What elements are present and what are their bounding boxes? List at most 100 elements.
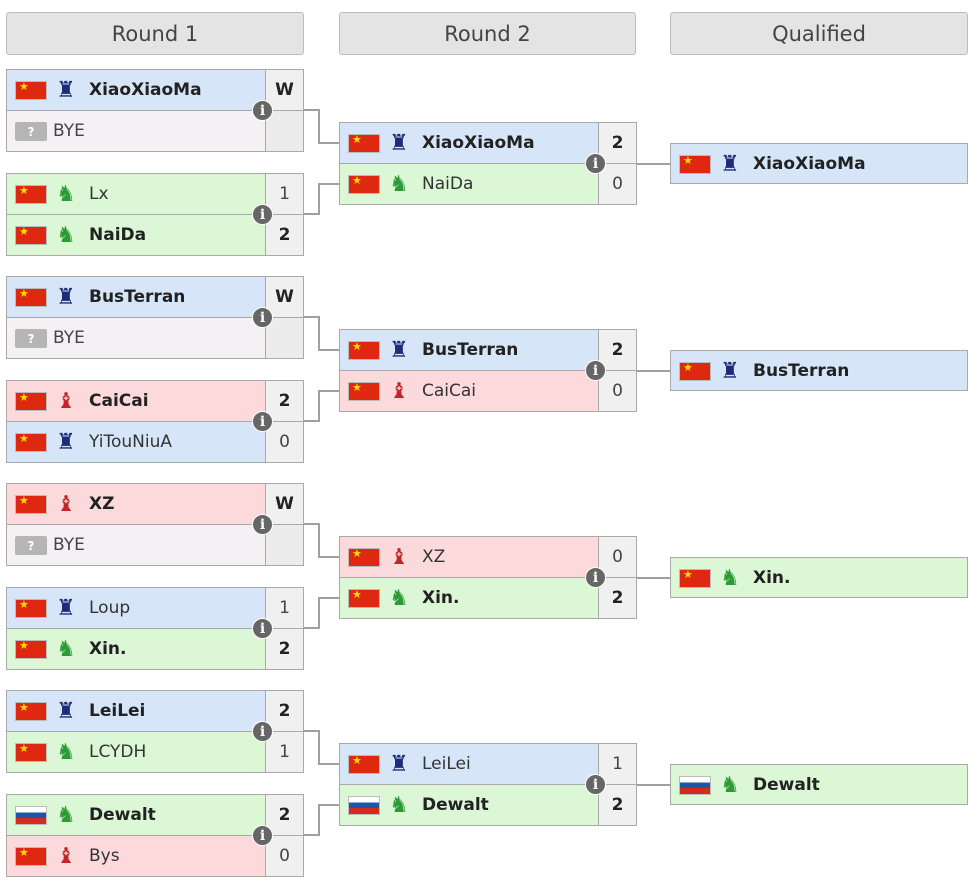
player-name[interactable]: LeiLei [89, 701, 146, 721]
unknown-flag-icon: ? [15, 329, 47, 348]
player-name[interactable]: LeiLei [422, 754, 471, 774]
match-info-icon[interactable]: i [585, 567, 606, 588]
protoss-race-icon: ♞ [56, 637, 76, 662]
player-name[interactable]: BYE [53, 121, 85, 141]
protoss-race-icon: ♞ [389, 172, 409, 197]
player-name[interactable]: XiaoXiaoMa [753, 154, 866, 174]
russia-flag-icon [348, 796, 380, 815]
match-info-icon[interactable]: i [252, 411, 273, 432]
china-flag-icon [348, 382, 380, 401]
player-name[interactable]: BusTerran [753, 361, 850, 381]
player-name[interactable]: XZ [422, 547, 446, 567]
player-name[interactable]: Dewalt [422, 795, 489, 815]
player-row[interactable]: ♞ LCYDH 1 [6, 731, 304, 773]
zerg-race-icon: ♝ [56, 492, 76, 517]
china-flag-icon [15, 288, 47, 307]
match-info-icon[interactable]: i [252, 721, 273, 742]
player-name[interactable]: XiaoXiaoMa [422, 133, 535, 153]
match-info-icon[interactable]: i [585, 774, 606, 795]
player-name[interactable]: Lx [89, 184, 109, 204]
protoss-race-icon: ♞ [56, 740, 76, 765]
player-row[interactable]: ? BYE [6, 317, 304, 359]
china-flag-icon [15, 495, 47, 514]
match-info-icon[interactable]: i [585, 153, 606, 174]
qualified-player[interactable]: ♞Dewalt [670, 764, 968, 805]
header-qualified: Qualified [670, 12, 968, 55]
match-info-icon[interactable]: i [252, 825, 273, 846]
player-name[interactable]: XiaoXiaoMa [89, 80, 202, 100]
protoss-race-icon: ♞ [56, 223, 76, 248]
zerg-race-icon: ♝ [56, 844, 76, 869]
player-name[interactable]: LCYDH [89, 742, 147, 762]
china-flag-icon [15, 433, 47, 452]
china-flag-icon [15, 392, 47, 411]
player-name[interactable]: Dewalt [753, 775, 820, 795]
terran-race-icon: ♜ [389, 338, 409, 363]
player-name[interactable]: BYE [53, 328, 85, 348]
protoss-race-icon: ♞ [720, 566, 740, 591]
match-info-icon[interactable]: i [585, 360, 606, 381]
protoss-race-icon: ♞ [389, 586, 409, 611]
unknown-flag-icon: ? [15, 122, 47, 141]
player-name[interactable]: CaiCai [422, 381, 477, 401]
match-info-icon[interactable]: i [252, 618, 273, 639]
header-round-2: Round 2 [339, 12, 636, 55]
china-flag-icon [15, 185, 47, 204]
player-name[interactable]: NaiDa [89, 225, 147, 245]
score-cell: W [265, 277, 303, 317]
qualified-player[interactable]: ♜XiaoXiaoMa [670, 143, 968, 184]
score-cell: 1 [265, 588, 303, 628]
china-flag-icon [15, 599, 47, 618]
player-row[interactable]: ♝XZW [6, 483, 304, 525]
qualified-player[interactable]: ♞ Xin. [670, 557, 968, 598]
score-cell: 2 [598, 123, 636, 163]
score-cell: 2 [598, 330, 636, 370]
player-name[interactable]: XZ [89, 494, 115, 514]
match-info-icon[interactable]: i [252, 100, 273, 121]
player-name[interactable]: YiTouNiuA [89, 432, 173, 452]
player-name[interactable]: Xin. [753, 568, 791, 588]
score-cell: 1 [265, 732, 303, 772]
score-cell: 2 [265, 691, 303, 731]
player-name[interactable]: BusTerran [89, 287, 186, 307]
player-name[interactable]: NaiDa [422, 174, 474, 194]
score-cell: 0 [598, 537, 636, 577]
score-cell: 2 [265, 795, 303, 835]
player-name[interactable]: Xin. [89, 639, 127, 659]
china-flag-icon [15, 81, 47, 100]
china-flag-icon [679, 569, 711, 588]
score-cell: W [265, 70, 303, 110]
match-info-icon[interactable]: i [252, 307, 273, 328]
player-name[interactable]: Loup [89, 598, 131, 618]
china-flag-icon [15, 226, 47, 245]
match-info-icon[interactable]: i [252, 514, 273, 535]
player-name[interactable]: Xin. [422, 588, 460, 608]
player-name[interactable]: BYE [53, 535, 85, 555]
player-row[interactable]: ♞ Xin. 2 [339, 577, 637, 619]
player-name[interactable]: BusTerran [422, 340, 519, 360]
player-name[interactable]: CaiCai [89, 391, 149, 411]
match-info-icon[interactable]: i [252, 204, 273, 225]
russia-flag-icon [15, 806, 47, 825]
score-cell: 2 [598, 578, 636, 618]
player-name[interactable]: Dewalt [89, 805, 156, 825]
player-row[interactable]: ?BYE [6, 524, 304, 566]
player-name[interactable]: Bys [89, 846, 120, 866]
qualified-player[interactable]: ♜BusTerran [670, 350, 968, 391]
china-flag-icon [348, 755, 380, 774]
